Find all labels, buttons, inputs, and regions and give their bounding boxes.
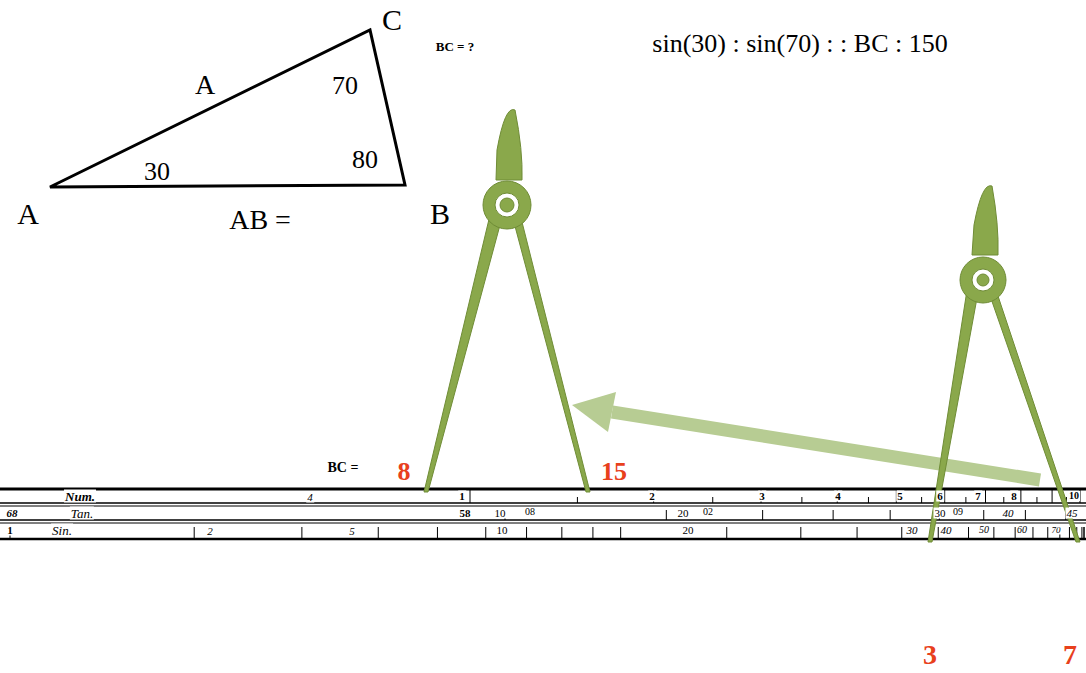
scale-number: 58 [459, 508, 472, 519]
scale-number: 02 [702, 507, 714, 517]
scale-name: Sin. [51, 524, 73, 537]
scale-number: 3 [758, 491, 766, 502]
scale-number: 2 [648, 491, 656, 502]
scale-number: 5 [348, 526, 356, 537]
scale-number: 09 [952, 507, 964, 517]
triangle [50, 30, 405, 187]
scale-number: 08 [524, 507, 536, 517]
angle-label: 30 [144, 159, 170, 185]
angle-label: 80 [352, 147, 378, 173]
scale-name: Num. [64, 490, 96, 503]
scale-number: 4 [306, 492, 314, 503]
side-label: AB = [229, 206, 291, 234]
scale-number: 40 [1002, 508, 1015, 519]
scale-number: 2 [206, 526, 214, 537]
scale-number: 20 [682, 525, 695, 536]
scale-number: 10 [494, 508, 507, 519]
scale-number: 5 [896, 491, 904, 502]
side-label: A [195, 71, 215, 99]
scale-number: 50 [978, 525, 990, 535]
scale-number: 70 [1051, 526, 1062, 535]
scale-number: 10 [1068, 491, 1080, 501]
scale-number: 40 [940, 525, 953, 536]
vertex-label: A [17, 199, 39, 229]
scale-number: 1 [458, 491, 466, 502]
dividers-right [928, 186, 1080, 542]
reading-number: 7 [1063, 641, 1077, 669]
scale-number: 30 [906, 525, 919, 536]
scale-number: 45 [1066, 508, 1079, 519]
scale-name: Tan. [70, 507, 94, 520]
question-label: BC = ? [436, 40, 474, 53]
proportion-formula: sin(30) : sin(70) : : BC : 150 [652, 31, 947, 57]
result-number: 15 [601, 459, 627, 485]
scale-number: 7 [974, 491, 982, 502]
scale-number: 8 [1010, 491, 1018, 502]
reading-number: 3 [923, 641, 937, 669]
scale-number: 30 [934, 508, 947, 519]
scale-number: 6 [936, 491, 944, 502]
scale-number: 4 [834, 491, 842, 502]
scale-number: 10 [496, 525, 509, 536]
scale-number: 68 [6, 508, 19, 519]
result-label: BC = [328, 461, 359, 475]
scale-number: 20 [677, 508, 690, 519]
vertex-label: C [382, 5, 402, 35]
dividers-left [424, 110, 590, 493]
scale-number: 60 [1016, 525, 1028, 535]
vertex-label: B [430, 199, 450, 229]
result-number: 8 [398, 459, 411, 485]
sector-scale [0, 488, 1086, 542]
angle-label: 70 [332, 73, 358, 99]
transfer-arrow [572, 392, 1040, 480]
scale-number: 1 [6, 525, 14, 536]
